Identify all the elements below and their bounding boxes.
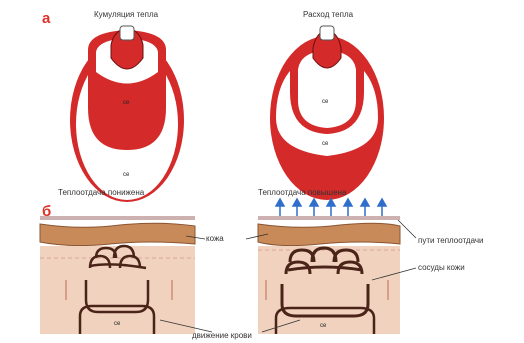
increased-heat-transfer-title: Теплоотдача повышена	[258, 188, 346, 197]
heat-paths-label: пути теплоотдачи	[418, 236, 484, 245]
left-inner-label: се	[123, 100, 130, 106]
skin-layer	[258, 223, 400, 245]
surface-layer	[40, 216, 195, 220]
skin-label: кожа	[206, 234, 224, 243]
heat-accumulation-figure: се се	[70, 26, 184, 202]
skin-vessels-label: сосуды кожи	[418, 263, 465, 272]
blood-flow-label: движение крови	[192, 331, 252, 340]
right-outer-label: се	[322, 141, 329, 147]
panel-b-letter: б	[42, 203, 51, 220]
heat-loss-figure: се се	[270, 26, 384, 200]
surface-layer	[258, 216, 400, 220]
increased-heat-transfer-figure: се	[258, 199, 400, 334]
skin-layer	[40, 223, 195, 245]
reduced-heat-transfer-title: Теплоотдача понижена	[58, 188, 144, 197]
panel-a-letter: а	[42, 10, 50, 27]
reduced-heat-transfer-figure: се	[40, 216, 195, 334]
left-outer-label: се	[123, 172, 130, 178]
right-tissue-label: се	[320, 323, 327, 329]
heat-loss-title: Расход тепла	[303, 10, 353, 19]
heat-paths-leader	[398, 220, 416, 238]
vessel-stem	[120, 26, 134, 40]
tissue-block	[258, 246, 400, 334]
heat-accumulation-title: Кумуляция тепла	[94, 10, 158, 19]
left-tissue-label: се	[114, 321, 121, 327]
vessel-stem	[320, 26, 334, 40]
heat-arrows	[276, 199, 386, 218]
right-inner-label: се	[322, 99, 329, 105]
